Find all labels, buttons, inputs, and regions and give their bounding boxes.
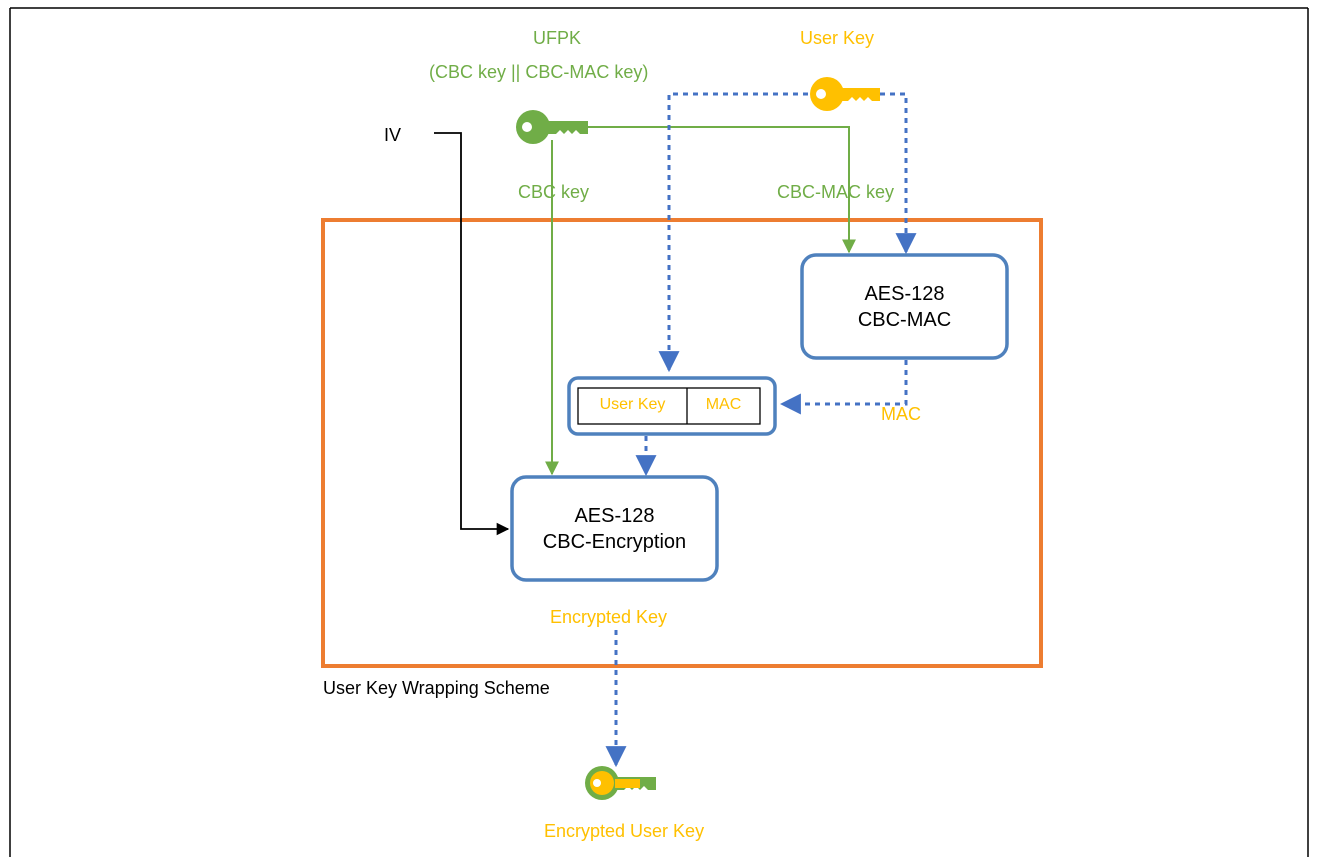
iv-connector	[434, 132, 510, 536]
wrapping-scheme-boundary	[321, 218, 1043, 668]
scheme-label: User Key Wrapping Scheme	[323, 678, 550, 698]
concat-cells	[577, 387, 761, 425]
cbc-mac-key-connector	[588, 126, 856, 254]
mac-label: MAC	[881, 404, 921, 424]
encrypted-user-key-label: Encrypted User Key	[544, 821, 705, 841]
encrypted-key-label: Encrypted Key	[550, 607, 668, 627]
mac-block-line1: AES-128	[864, 283, 945, 305]
aes-cbc-mac-block	[800, 253, 1009, 360]
ufpk-key-icon	[516, 110, 588, 144]
cbc-mac-key-label: CBC-MAC key	[777, 182, 895, 202]
user-key-to-mac-connector	[880, 92, 917, 255]
enc-block-line1: AES-128	[574, 505, 655, 527]
aes-cbc-encryption-block	[510, 475, 719, 582]
encrypted-user-key-icon	[585, 766, 656, 800]
enc-block-line2: CBC-Encryption	[542, 531, 687, 553]
mac-to-concat-connector	[779, 360, 908, 415]
user-key-icon	[810, 77, 880, 111]
concat-user-key-cell: User Key	[599, 396, 666, 413]
concat-mac-cell: MAC	[705, 396, 742, 413]
cbc-key-label: CBC key	[518, 182, 590, 202]
user-key-to-concat-connector	[658, 92, 808, 373]
ufpk-subtitle: (CBC key || CBC-MAC key)	[429, 62, 649, 82]
iv-label: IV	[384, 125, 402, 145]
ufpk-title: UFPK	[533, 28, 582, 48]
mac-block-line2: CBC-MAC	[857, 309, 952, 331]
user-key-label: User Key	[800, 28, 875, 48]
